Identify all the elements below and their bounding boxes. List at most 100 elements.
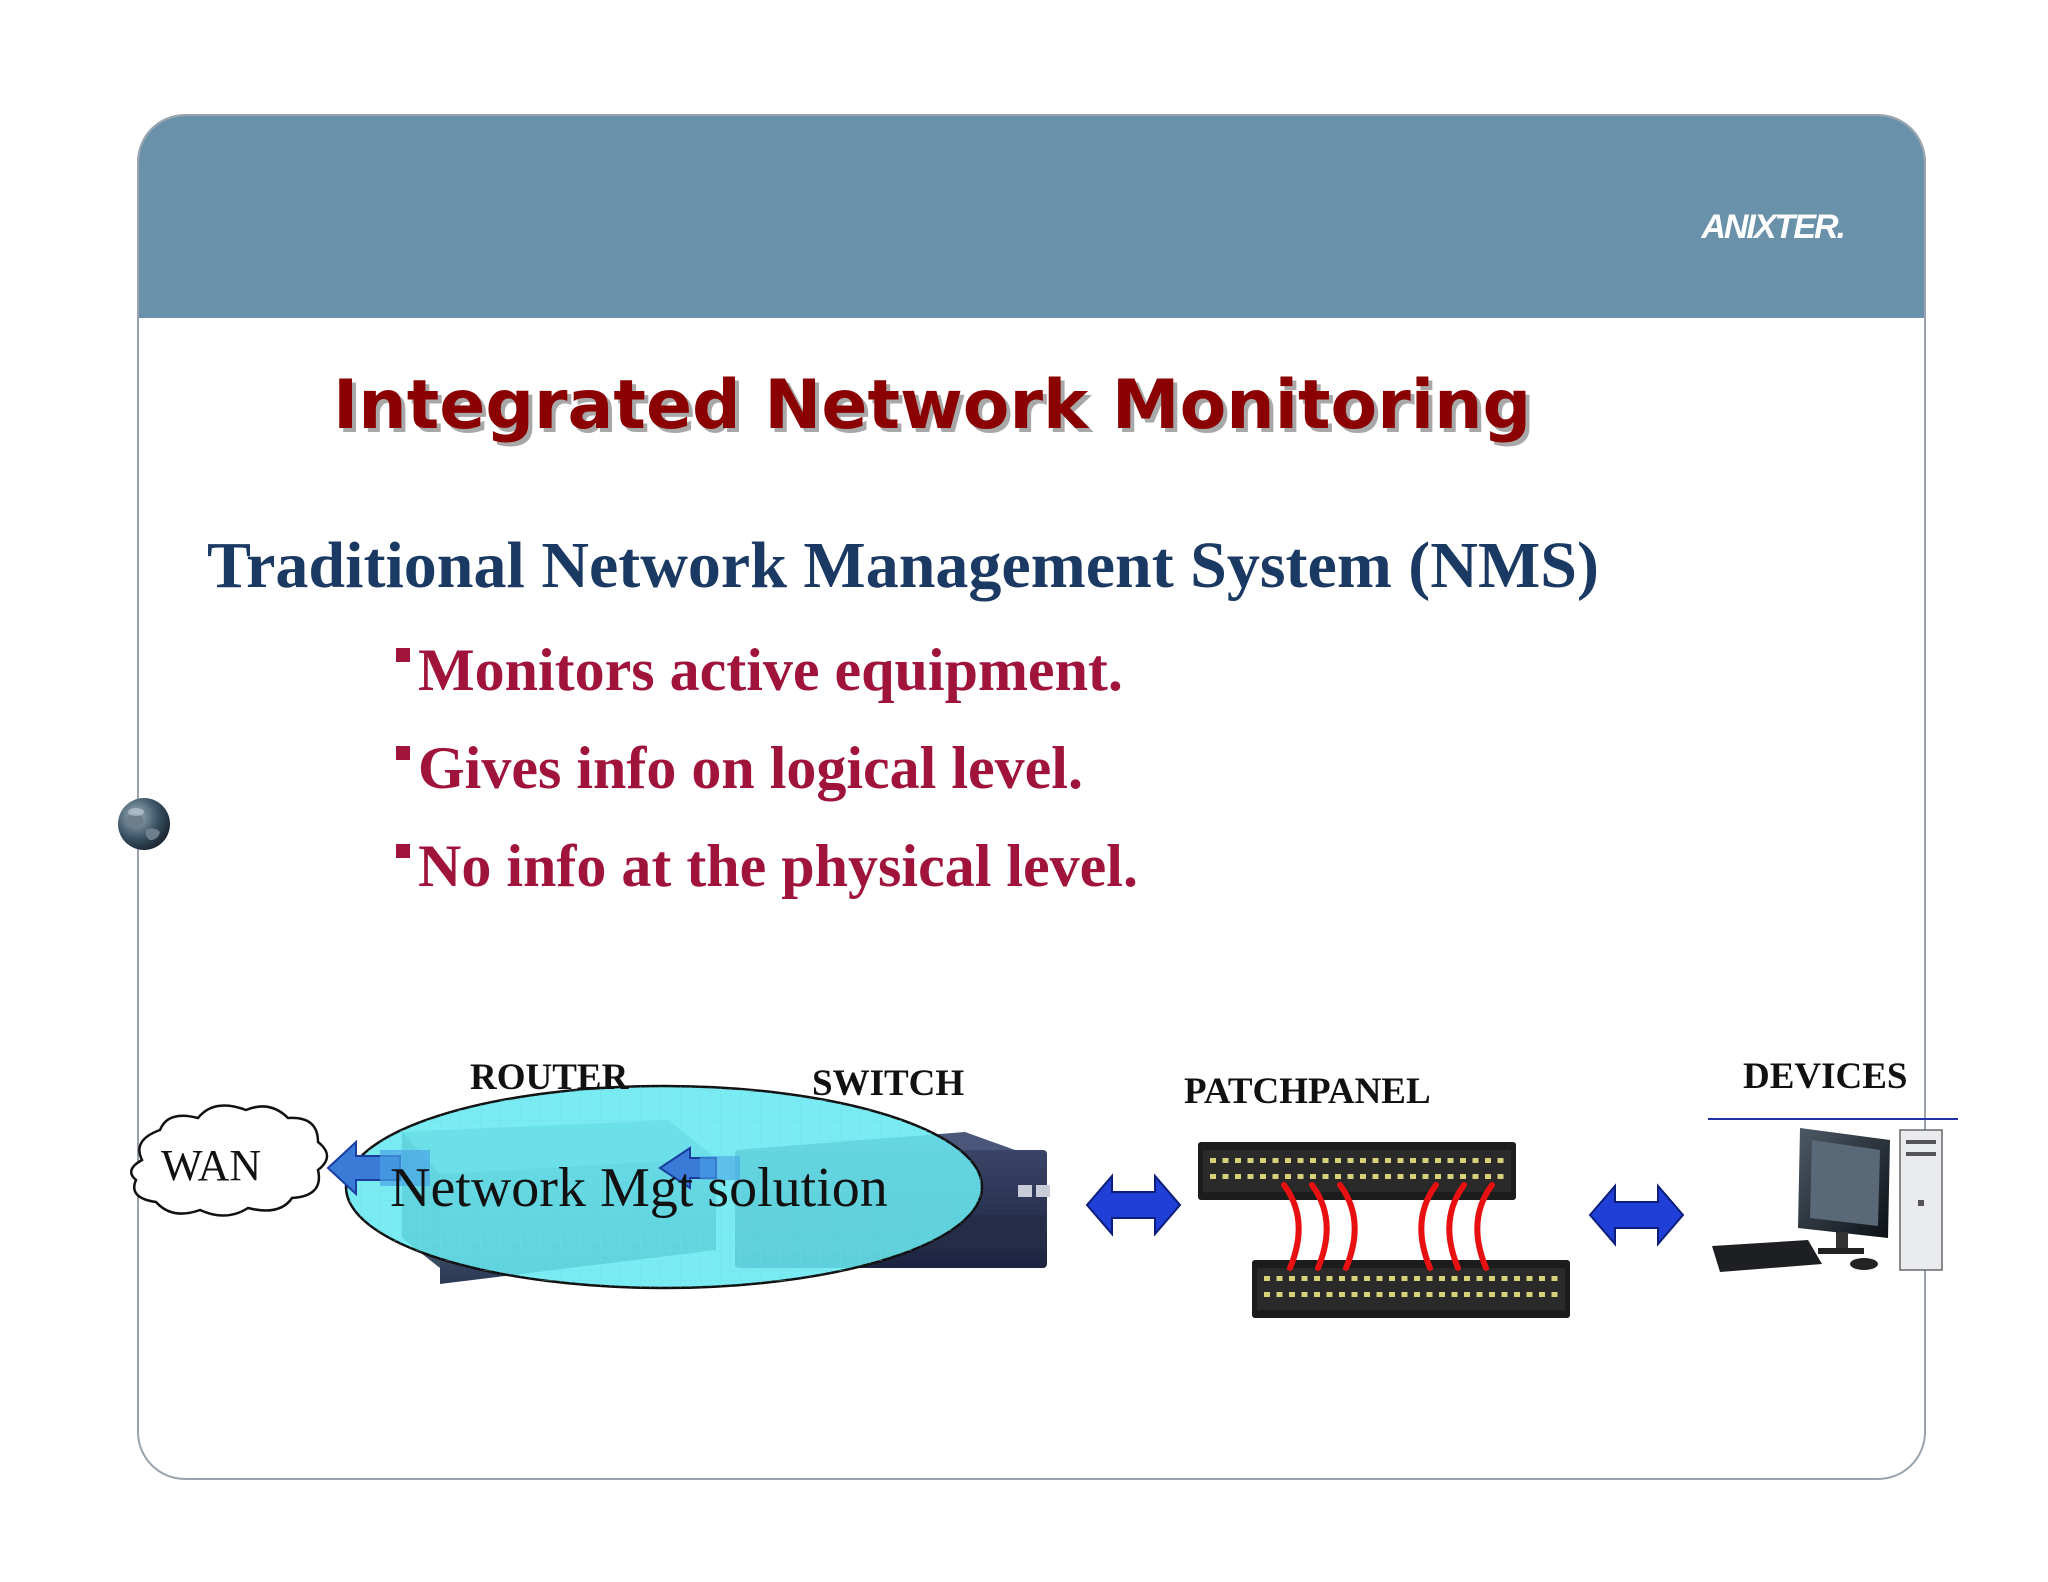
link-arrow-router-switch — [658, 1146, 740, 1190]
patch-port — [1322, 1158, 1329, 1163]
patch-port — [1389, 1292, 1395, 1297]
patch-port — [1301, 1292, 1308, 1297]
bullet-item: Gives info on logical level. — [396, 726, 1138, 824]
nms-label: Network Mgt solution — [390, 1157, 888, 1219]
patch-port — [1335, 1158, 1341, 1163]
globe-icon — [118, 798, 170, 850]
patch-port — [1347, 1174, 1354, 1179]
patch-port — [1501, 1276, 1508, 1281]
patch-port — [1447, 1158, 1454, 1163]
patch-port — [1464, 1276, 1470, 1281]
patch-cables — [1281, 1182, 1495, 1271]
patch-port — [1460, 1174, 1466, 1179]
patchpanel-icon — [1198, 1142, 1570, 1318]
patch-port — [1314, 1276, 1320, 1281]
link-arrow-switch-patchpanel — [1085, 1173, 1182, 1237]
patch-port — [1397, 1174, 1404, 1179]
patchpanel-label: PATCHPANEL — [1184, 1071, 1431, 1112]
computer-icon — [1712, 1128, 1943, 1272]
bullet-marker-icon — [396, 648, 410, 662]
slide-subtitle: Traditional Network Management System (N… — [207, 529, 1599, 602]
patch-port — [1339, 1276, 1345, 1281]
patch-port — [1364, 1276, 1370, 1281]
patch-port — [1410, 1158, 1416, 1163]
patch-port — [1276, 1276, 1283, 1281]
patch-port — [1485, 1158, 1491, 1163]
patch-port — [1339, 1292, 1345, 1297]
patch-port — [1401, 1276, 1408, 1281]
patch-port — [1235, 1158, 1241, 1163]
patch-port — [1335, 1174, 1341, 1179]
patch-port — [1376, 1292, 1383, 1297]
patch-port — [1351, 1292, 1358, 1297]
patch-port — [1314, 1292, 1320, 1297]
patch-port — [1222, 1174, 1229, 1179]
bullet-marker-icon — [396, 746, 410, 760]
anixter-logo: ANIXTER. — [1701, 208, 1846, 246]
patch-port — [1276, 1292, 1283, 1297]
patch-port — [1372, 1174, 1379, 1179]
patch-port — [1464, 1292, 1470, 1297]
link-arrow-wan-router — [326, 1139, 430, 1197]
bullet-text: No info at the physical level. — [418, 833, 1138, 899]
patch-port — [1447, 1174, 1454, 1179]
bullet-item: Monitors active equipment. — [396, 628, 1138, 726]
router-label: ROUTER — [470, 1057, 629, 1098]
patch-port — [1514, 1276, 1520, 1281]
patch-port — [1310, 1174, 1316, 1179]
wan-label: WAN — [161, 1141, 262, 1190]
patch-port — [1285, 1174, 1291, 1179]
patch-port — [1451, 1292, 1458, 1297]
patch-port — [1489, 1292, 1495, 1297]
patch-port — [1489, 1276, 1495, 1281]
patch-port — [1435, 1158, 1441, 1163]
patch-port — [1397, 1158, 1404, 1163]
patch-port — [1476, 1276, 1483, 1281]
bullet-item: No info at the physical level. — [396, 824, 1138, 922]
patch-port — [1485, 1174, 1491, 1179]
patch-port — [1264, 1276, 1270, 1281]
patch-port — [1372, 1158, 1379, 1163]
patch-port — [1297, 1158, 1304, 1163]
slide-title: Integrated Network Monitoring — [333, 366, 1532, 445]
patch-port — [1310, 1158, 1316, 1163]
patch-port — [1514, 1292, 1520, 1297]
patch-port — [1497, 1174, 1504, 1179]
patch-port — [1414, 1292, 1420, 1297]
patch-port — [1326, 1276, 1333, 1281]
patch-port — [1272, 1174, 1279, 1179]
patch-port — [1351, 1276, 1358, 1281]
patch-port — [1360, 1158, 1366, 1163]
bullet-text: Gives info on logical level. — [418, 735, 1083, 801]
nms-oval — [344, 1084, 984, 1290]
bullet-marker-icon — [396, 844, 410, 858]
patch-port — [1389, 1276, 1395, 1281]
patch-port — [1539, 1276, 1545, 1281]
patch-port — [1422, 1174, 1429, 1179]
wan-cloud-icon — [129, 1104, 329, 1217]
link-arrow-patchpanel-devices — [1588, 1183, 1685, 1247]
patch-port — [1364, 1292, 1370, 1297]
patch-port — [1426, 1292, 1433, 1297]
patch-port — [1326, 1292, 1333, 1297]
patch-port — [1210, 1158, 1216, 1163]
patch-port — [1526, 1276, 1533, 1281]
devices-label: DEVICES — [1743, 1056, 1908, 1097]
patch-port — [1551, 1292, 1558, 1297]
patch-port — [1410, 1174, 1416, 1179]
switch-label: SWITCH — [812, 1063, 965, 1104]
patch-port — [1426, 1276, 1433, 1281]
patch-port — [1401, 1292, 1408, 1297]
patch-port — [1422, 1158, 1429, 1163]
patch-port — [1322, 1174, 1329, 1179]
patch-port — [1539, 1292, 1545, 1297]
patch-port — [1497, 1158, 1504, 1163]
patch-port — [1301, 1276, 1308, 1281]
patch-port — [1476, 1292, 1483, 1297]
bullet-list: Monitors active equipment. Gives info on… — [396, 628, 1138, 922]
patch-port — [1289, 1276, 1295, 1281]
patch-port — [1385, 1174, 1391, 1179]
patch-port — [1260, 1174, 1266, 1179]
patch-port — [1435, 1174, 1441, 1179]
